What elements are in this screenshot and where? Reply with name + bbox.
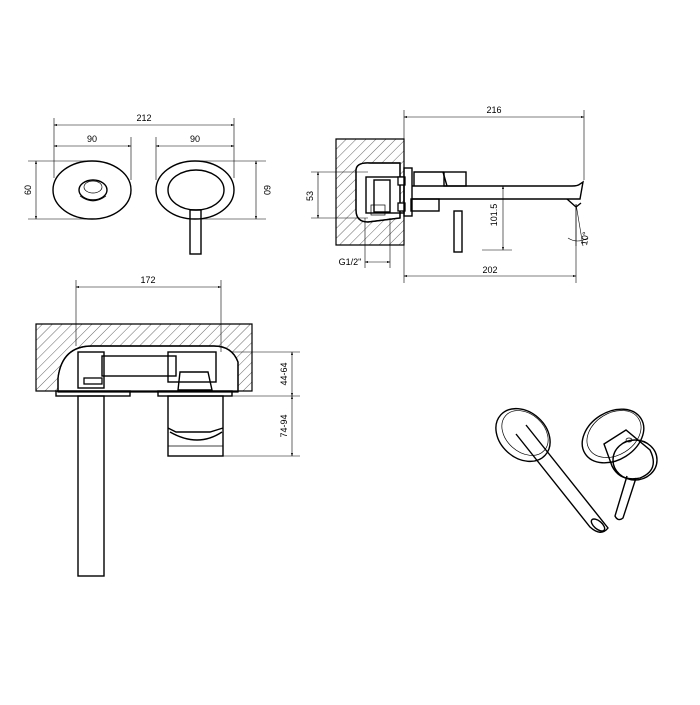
svg-text:212: 212 — [136, 113, 151, 123]
dim-172: 172 — [75, 275, 222, 352]
dim-60-right: 60 — [195, 160, 272, 220]
spout-outlet — [78, 179, 108, 202]
svg-text:172: 172 — [140, 275, 155, 285]
svg-text:90: 90 — [190, 134, 200, 144]
svg-text:53: 53 — [305, 191, 315, 201]
svg-text:202: 202 — [482, 265, 497, 275]
isometric-view — [495, 407, 658, 533]
svg-text:60: 60 — [262, 185, 272, 195]
wall-plan-section — [35, 323, 253, 393]
dim-74-94: 74-94 — [223, 395, 300, 457]
svg-text:60: 60 — [23, 185, 33, 195]
dim-90-left: 90 — [53, 134, 132, 180]
svg-text:44-64: 44-64 — [279, 362, 289, 385]
iso-spout — [515, 424, 609, 533]
svg-text:74-94: 74-94 — [279, 414, 289, 437]
iso-mixer-knob — [603, 429, 654, 480]
dim-101-5: 101.5 — [482, 185, 512, 251]
iso-mixer-lever — [614, 475, 637, 521]
mixer-lever-side — [453, 210, 463, 253]
wall-section — [335, 138, 405, 246]
svg-text:216: 216 — [486, 105, 501, 115]
spout-plan — [77, 395, 105, 577]
dim-53: 53 — [305, 171, 368, 219]
mixer-knob — [167, 169, 225, 211]
wall-plate-side — [403, 167, 413, 217]
dim-60-left: 60 — [23, 160, 92, 220]
side-section-view: 216 53 G1/2" 101.5 202 — [305, 105, 591, 283]
dim-thread: G1/2" — [339, 218, 391, 268]
svg-text:101.5: 101.5 — [489, 204, 499, 227]
plan-section-view: 172 44-64 74-94 — [35, 275, 300, 577]
mixer-knob-plan — [167, 371, 224, 457]
iso-spout-plate — [495, 407, 551, 463]
mixer-lever — [189, 209, 202, 255]
dim-212: 212 — [53, 113, 235, 178]
spout-side — [410, 171, 584, 212]
svg-text:90: 90 — [87, 134, 97, 144]
concealed-body-plan — [77, 351, 217, 389]
dim-90-right: 90 — [155, 134, 235, 180]
dim-angle: 10° — [567, 203, 591, 247]
spout-plate — [52, 160, 132, 220]
front-elevation-view: 212 90 90 60 60 — [23, 113, 272, 255]
svg-text:10°: 10° — [579, 231, 591, 247]
dim-44-64: 44-64 — [232, 351, 300, 397]
dim-216: 216 — [403, 105, 585, 180]
iso-mixer-plate — [581, 408, 645, 464]
concealed-body — [365, 176, 406, 216]
svg-text:G1/2": G1/2" — [339, 257, 362, 267]
